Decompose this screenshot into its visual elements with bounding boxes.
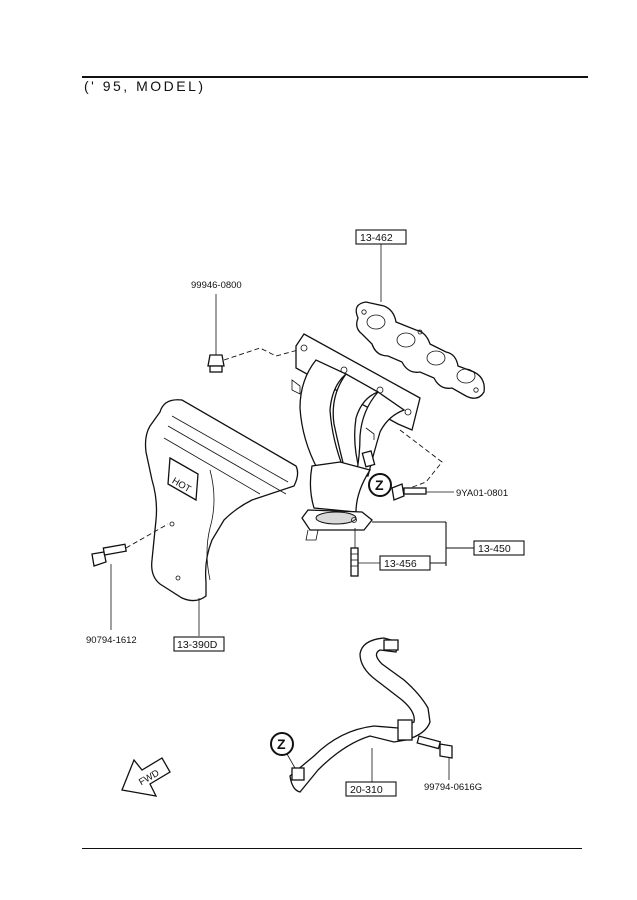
- bolt-90794-1612[interactable]: [91, 543, 127, 567]
- exhaust-manifold[interactable]: [291, 333, 421, 577]
- header-rule: [82, 76, 588, 78]
- leader-z-pipe: [286, 753, 296, 769]
- callout-13-450[interactable]: 13-450: [473, 540, 525, 556]
- callout-13-390d[interactable]: 13-390D: [173, 636, 225, 652]
- footer-rule: [82, 848, 582, 849]
- fwd-arrow-icon: FWD: [121, 757, 171, 797]
- heat-shield[interactable]: HOT: [144, 399, 299, 602]
- callout-13-462[interactable]: 13-462: [355, 229, 407, 245]
- svg-text:Z: Z: [277, 736, 286, 752]
- dash-90794: [125, 523, 169, 549]
- z-marker-pipe: Z: [270, 732, 294, 756]
- label-9ya01-0801: 9YA01-0801: [456, 488, 508, 499]
- page-title: (' 95, MODEL): [84, 78, 206, 94]
- svg-text:13-450: 13-450: [478, 543, 511, 555]
- label-99794-0616g: 99794-0616G: [424, 782, 482, 793]
- callout-13-456[interactable]: 13-456: [379, 555, 431, 571]
- bolt-9ya01-0801[interactable]: [391, 483, 427, 501]
- label-90794-1612: 90794-1612: [86, 635, 137, 646]
- label-99946-0800: 99946-0800: [191, 280, 242, 291]
- manifold-gasket[interactable]: [355, 301, 485, 399]
- z-marker-manifold: Z: [368, 473, 392, 497]
- egr-pipe[interactable]: [289, 637, 431, 793]
- svg-text:13-390D: 13-390D: [177, 639, 218, 651]
- nut-99946-0800[interactable]: [207, 354, 225, 373]
- bolt-99794-0616g[interactable]: [416, 735, 453, 759]
- svg-text:13-462: 13-462: [360, 232, 393, 244]
- bracket-13-450: [372, 521, 474, 566]
- svg-text:13-456: 13-456: [384, 558, 417, 570]
- dash-99946: [223, 347, 299, 361]
- callout-20-310[interactable]: 20-310: [345, 781, 397, 797]
- svg-text:Z: Z: [375, 477, 384, 493]
- dash-9ya01: [399, 429, 443, 489]
- svg-text:20-310: 20-310: [350, 784, 383, 796]
